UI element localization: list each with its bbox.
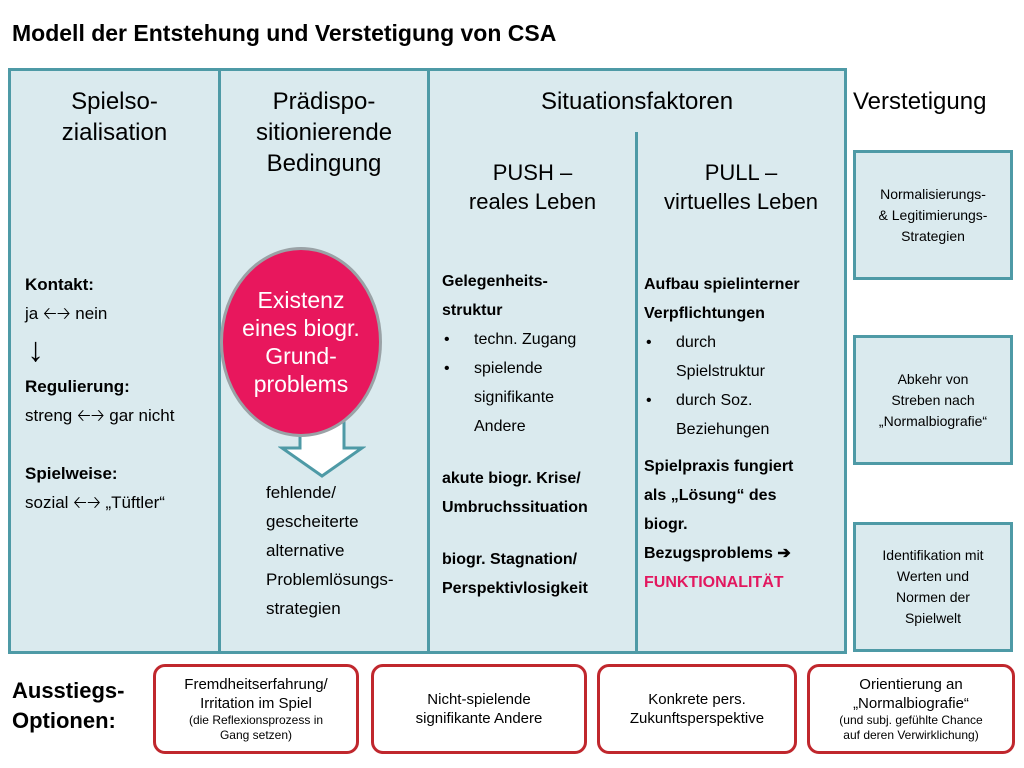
- heading-verstetigung: Verstetigung: [853, 88, 987, 115]
- ausstieg-label: Ausstiegs- Optionen:: [12, 678, 125, 733]
- ausstieg-option-3: Konkrete pers. Zukunftsperspektive: [597, 664, 797, 754]
- spielweise-label: Spielweise:: [25, 464, 118, 483]
- regulierung-value: streng 🡠🡢 gar nicht: [25, 406, 175, 425]
- verstetigung-box-3: Identifikation mit Werten und Normen der…: [853, 522, 1013, 652]
- verstetigung-box-1: Normalisierungs- & Legitimierungs- Strat…: [853, 150, 1013, 280]
- list-item: durch Soz. Beziehungen: [646, 386, 844, 444]
- pull-text: Aufbau spielinterner Verpflichtungen dur…: [644, 270, 844, 597]
- heading-push: PUSH – reales Leben: [468, 160, 597, 214]
- heading-situationsfaktoren: Situationsfaktoren: [540, 88, 734, 115]
- list-item: durch Spielstruktur: [646, 328, 844, 386]
- list-item: techn. Zugang: [444, 325, 632, 354]
- spielweise-value: sozial 🡠🡢 „Tüftler“: [25, 493, 165, 512]
- push-text: Gelegenheits- struktur techn. Zugang spi…: [442, 267, 632, 603]
- ausstieg-option-2: Nicht-spielende signifikante Andere: [371, 664, 587, 754]
- regulierung-label: Regulierung:: [25, 377, 130, 396]
- kontakt-value: ja 🡠🡢 nein: [25, 304, 108, 323]
- funktionalitaet-label: FUNKTIONALITÄT: [644, 574, 784, 591]
- heading-pull: PULL – virtuelles Leben: [663, 160, 819, 214]
- push-pull-divider: [635, 132, 638, 654]
- heading-praedisposition: Prädispo- sitionierende Bedingung: [255, 88, 393, 177]
- praedispo-text: fehlende/ gescheiterte alternative Probl…: [266, 483, 394, 618]
- grundproblem-circle: Existenz eines biogr. Grund- problems: [220, 247, 382, 437]
- kontakt-label: Kontakt:: [25, 275, 94, 294]
- verstetigung-box-2: Abkehr von Streben nach „Normalbiografie…: [853, 335, 1013, 465]
- page-title: Modell der Entstehung und Verstetigung v…: [12, 20, 557, 46]
- ausstieg-option-4: Orientierung an „Normalbiografie“ (und s…: [807, 664, 1015, 754]
- heading-spielsozialisation: Spielso- zialisation: [61, 88, 168, 146]
- column-spielsozialisation: [8, 68, 221, 654]
- down-arrow-icon: ↓: [27, 331, 44, 369]
- ausstieg-option-1: Fremdheitserfahrung/ Irritation im Spiel…: [153, 664, 359, 754]
- list-item: spielende signifikante Andere: [444, 354, 632, 441]
- spielso-text: Kontakt: ja 🡠🡢 nein ↓ Regulierung: stren…: [25, 270, 215, 517]
